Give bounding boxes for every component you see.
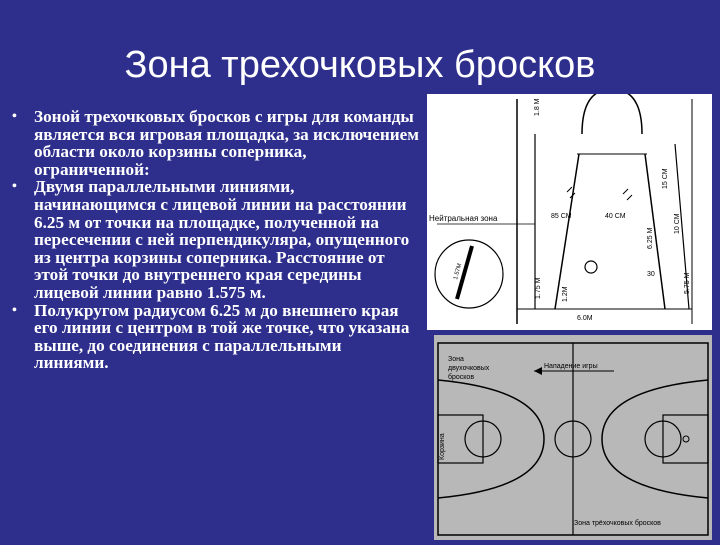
bullet-item: • Двумя параллельными линиями, начинающим… (10, 178, 420, 301)
three-point-zone-diagram: Нейтральная зона 1.8 М 85 СМ 40 СМ 6.25 … (427, 88, 712, 330)
label-625m: 6.25 М (647, 227, 654, 249)
label-175m: 1.75 М (535, 277, 542, 299)
label-zone-c: бросков (448, 373, 474, 381)
label-157m: 1.57М (453, 263, 463, 281)
bullet-dot-icon: • (12, 109, 17, 124)
label-zone-a: Зона (448, 356, 464, 363)
detail-circle (434, 239, 504, 309)
slide-title: Зона трехочковых бросков (124, 44, 596, 86)
center-circle (554, 420, 592, 458)
court-svg: Зона двухочковых бросков Нападение игры … (437, 342, 709, 536)
arrow-left-icon (534, 367, 542, 375)
bullet-item: • Полукругом радиусом 6.25 м до внешнего … (10, 300, 420, 373)
bullet-dot-icon: • (12, 302, 17, 318)
bullet-item: • Зоной трехочковых бросков с игры для ко… (10, 108, 420, 178)
label-zone-b: двухочковых (448, 365, 490, 372)
basket-icon (584, 260, 598, 274)
label-30: 30 (647, 271, 655, 278)
bullet-text: Двумя параллельными линиями, начинающимс… (34, 177, 410, 302)
label-basket: Корзина (439, 433, 446, 460)
bullet-dot-icon: • (12, 179, 17, 195)
bullet-text: Полукругом радиусом 6.25 м до внешнего к… (34, 300, 410, 373)
label-6m: 6.0М (577, 315, 593, 322)
label-attack-direction: Нападение игры (544, 363, 598, 370)
label-18m: 1.8 М (534, 98, 541, 116)
label-40cm: 40 СМ (605, 213, 626, 220)
court-diagram: Зона двухочковых бросков Нападение игры … (434, 335, 712, 540)
label-10cm: 10 СМ (674, 213, 681, 234)
top-arc (581, 88, 643, 135)
label-85cm: 85 СМ (551, 213, 572, 220)
label-zone-d: Зона трёхочковых бросков (574, 519, 661, 527)
bullet-text: Зоной трехочковых бросков с игры для ком… (34, 107, 420, 179)
label-neutral-zone: Нейтральная зона (429, 214, 498, 223)
label-15cm: 15 СМ (662, 168, 669, 189)
label-575m: 5.75 М (684, 272, 691, 294)
label-12m: 1.2М (562, 286, 569, 302)
diagram-svg: Нейтральная зона 1.8 М 85 СМ 40 СМ 6.25 … (429, 88, 693, 324)
bullet-list: • Зоной трехочковых бросков с игры для ко… (10, 108, 420, 372)
